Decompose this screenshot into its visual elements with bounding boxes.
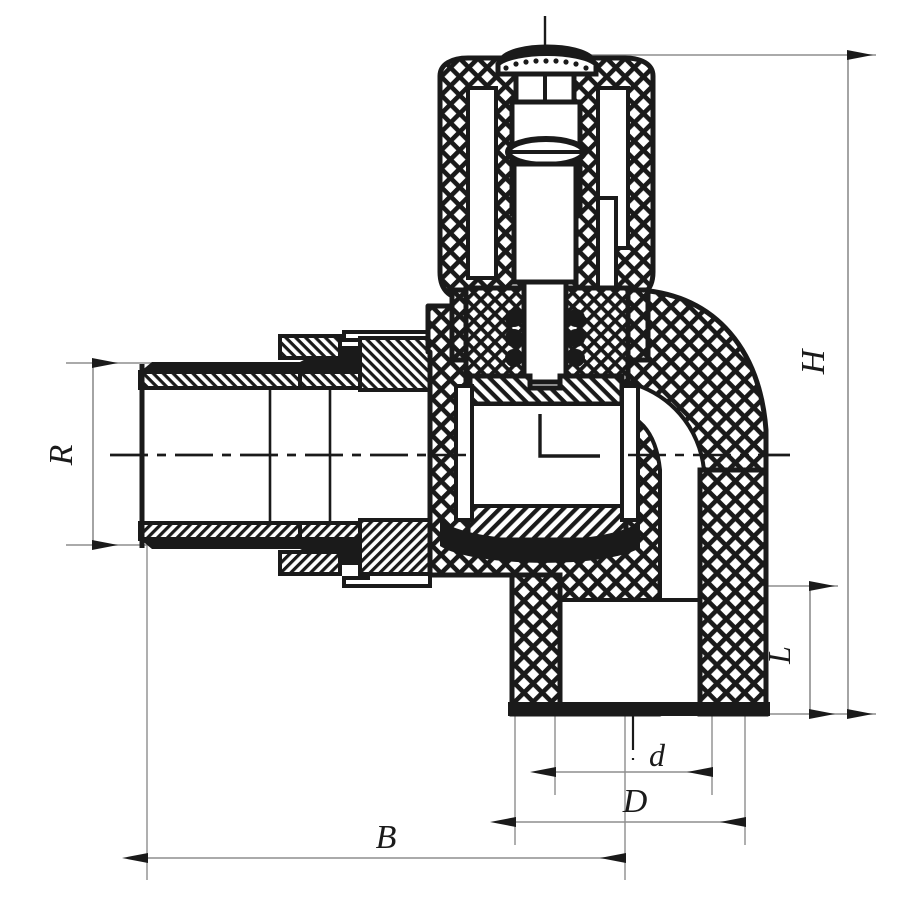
dimension-label-H: H: [795, 347, 832, 375]
packing-nut: [463, 285, 631, 387]
dimension-label-B: B: [376, 819, 397, 856]
dimension-labels: H L R B D d: [43, 347, 832, 856]
ball-seat: [440, 373, 640, 563]
valve-stem: [505, 71, 587, 385]
dimension-lines: [92, 50, 873, 863]
dimension-label-D: D: [622, 783, 648, 820]
dimension-label-L: L: [761, 646, 797, 665]
dimension-label-d: d: [649, 737, 666, 773]
o-ring-seals: [505, 309, 585, 367]
knurl-dots: [503, 58, 589, 71]
dimension-label-R: R: [43, 444, 80, 466]
